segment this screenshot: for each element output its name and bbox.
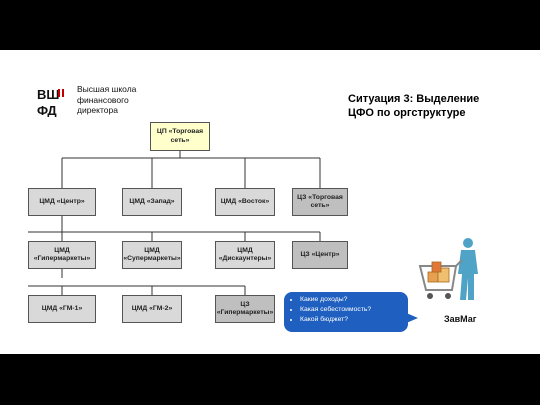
question-item: Какой бюджет? [300,315,402,325]
question-item: Какие доходы? [300,295,402,305]
org-l1-box: ЦМД «Центр» [28,188,96,216]
logo-mark-top: ВШ [37,87,59,102]
org-connectors [28,151,321,295]
org-l3-box: ЦМД «ГМ-2» [122,295,182,323]
bubble-tail [404,312,418,324]
slide-title: Ситуация 3: Выделение ЦФО по оргструктур… [348,93,480,119]
org-l3-box: ЦЗ «Гипермаркеты» [215,295,275,323]
logo-text: Высшая школа финансового директора [77,84,137,115]
org-l3-box: ЦМД «ГМ-1» [28,295,96,323]
logo-mark-bottom: ФД [37,103,57,117]
questions-bubble: Какие доходы? Какая себестоимость? Какой… [284,292,408,332]
figure-label: ЗавМаг [444,314,477,324]
shopper-cart-icon [418,238,478,300]
org-l2-box: ЦЗ «Центр» [292,241,348,269]
question-item: Какая себестоимость? [300,305,402,315]
org-root-box: ЦП «Торговая сеть» [150,122,210,151]
org-l1-box: ЦМД «Запад» [122,188,182,216]
logo-mark: ВШ ФД [36,85,68,117]
org-l2-box: ЦМД «Супермаркеты» [122,241,182,269]
org-l1-box: ЦЗ «Торговая сеть» [292,188,348,216]
org-l2-box: ЦМД «Гипермаркеты» [28,241,96,269]
org-l2-box: ЦМД «Дискаунтеры» [215,241,275,269]
slide: ВШ ФД Высшая школа финансового директора… [0,50,540,354]
org-l1-box: ЦМД «Восток» [215,188,275,216]
